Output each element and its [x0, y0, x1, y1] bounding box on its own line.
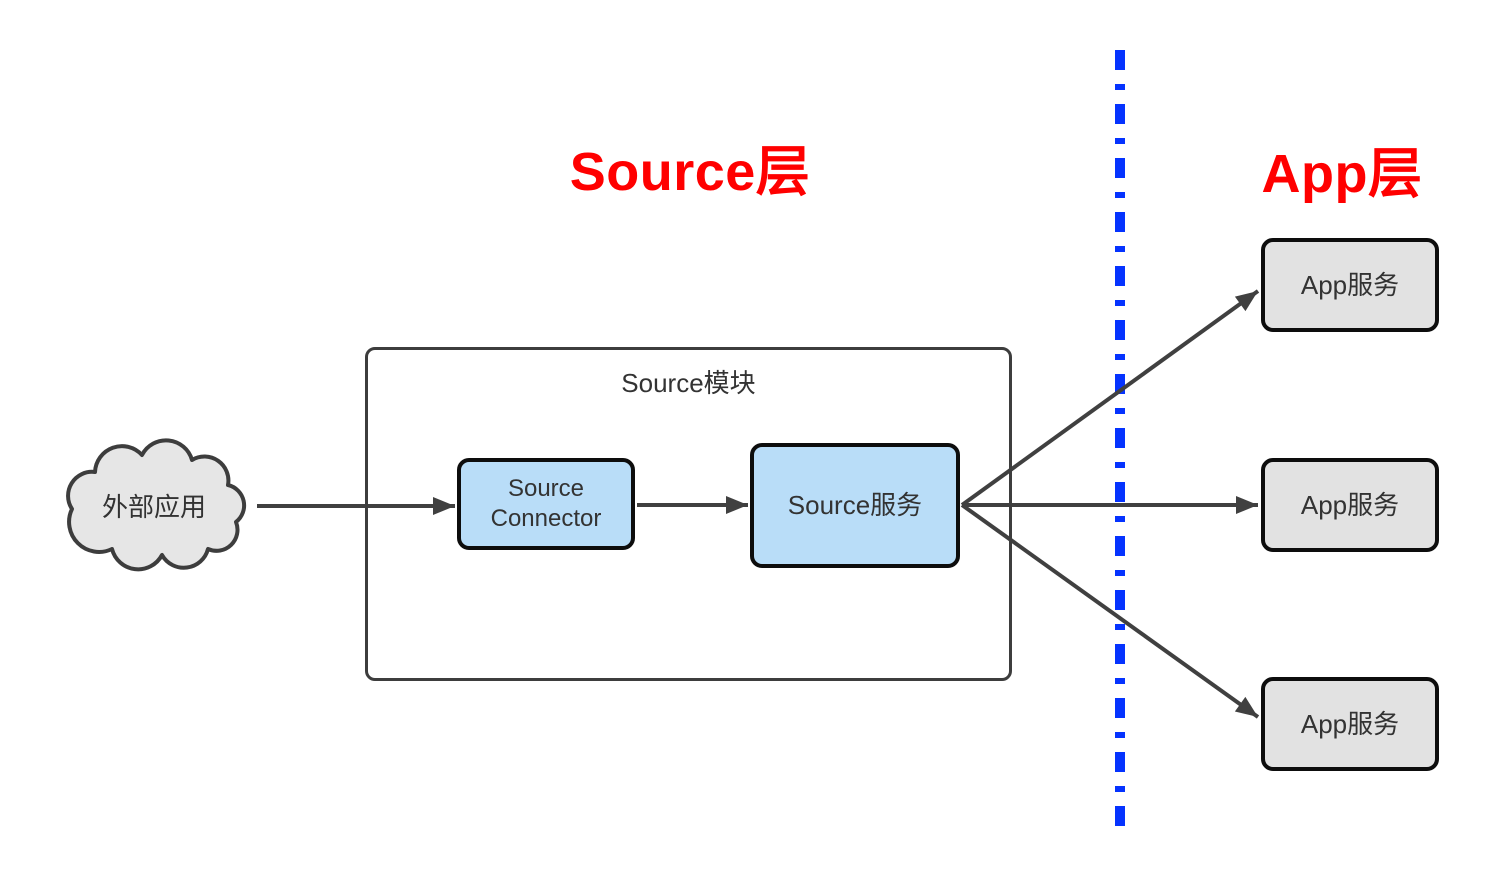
external-app-label: 外部应用: [101, 491, 206, 522]
app-service-node: App服务: [1261, 677, 1439, 771]
source-service-node: Source服务: [750, 443, 960, 568]
app-service-node: App服务: [1261, 238, 1439, 332]
layer-title-source: Source层: [569, 142, 811, 202]
layer-title-app: App层: [1261, 144, 1423, 204]
source-module-box: [365, 347, 1012, 681]
source-module-title: Source模块: [621, 368, 756, 398]
app-service-node: App服务: [1261, 458, 1439, 552]
source-connector-node: Source Connector: [457, 458, 635, 550]
